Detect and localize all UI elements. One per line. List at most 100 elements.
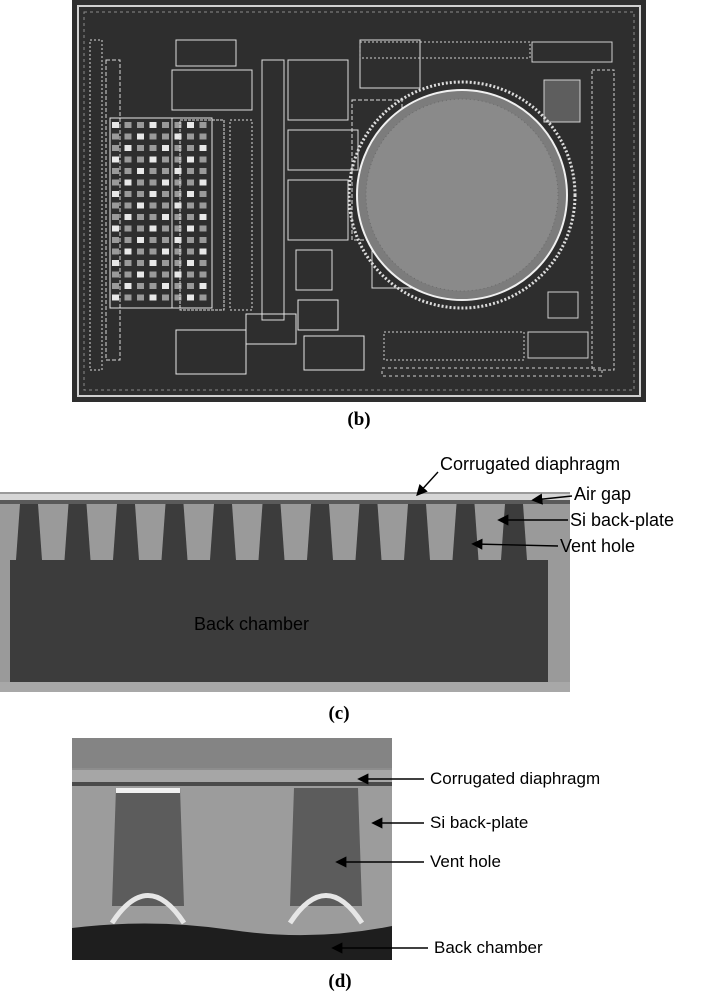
grid-cell	[162, 225, 169, 232]
grid-cell	[174, 271, 182, 278]
grid-cell	[137, 294, 144, 301]
arrow-c-corrugated-diaphragm	[416, 471, 439, 497]
callout-d-back-chamber: Back chamber	[434, 938, 543, 957]
grid-cell	[124, 260, 132, 266]
grid-cell	[199, 260, 207, 266]
grid-cell	[174, 260, 182, 266]
grid-cell	[174, 168, 182, 174]
grid-cell	[149, 294, 157, 301]
grid-cell	[162, 248, 169, 255]
bottom-bus	[381, 331, 603, 377]
grid-cell	[162, 214, 169, 220]
vent-hole	[112, 788, 184, 906]
vent-hole	[16, 504, 42, 560]
grid-cell	[187, 122, 194, 128]
vent-hole	[290, 788, 362, 906]
corner-marker	[547, 291, 579, 319]
grid-cell	[137, 260, 144, 266]
grid-cell	[199, 168, 207, 174]
callout-c-vent-hole: Vent hole	[560, 536, 636, 556]
grid-cell	[162, 237, 169, 243]
grid-cell	[112, 133, 119, 140]
logic-blocks-center	[171, 39, 421, 321]
grid-cell	[199, 191, 207, 197]
grid-cell	[149, 271, 157, 278]
back-chamber-region	[72, 923, 392, 960]
cross-section-detail-image	[72, 738, 392, 960]
grid-cell	[137, 122, 144, 128]
grid-cell	[112, 214, 119, 220]
grid-cell	[137, 202, 144, 209]
grid-cell	[149, 248, 157, 255]
grid-cell	[187, 145, 194, 151]
grid-cell	[124, 122, 132, 128]
grid-cell	[199, 237, 207, 243]
vent-hole	[307, 504, 333, 560]
grid-cell	[199, 214, 207, 220]
panel-label-b: (b)	[347, 409, 371, 430]
grid-cell	[112, 237, 119, 243]
grid-cell	[174, 225, 182, 232]
grid-cell	[149, 145, 157, 151]
grid-cell	[137, 133, 144, 140]
grid-cell	[124, 156, 132, 163]
grid-cell	[149, 122, 157, 128]
grid-cell	[112, 168, 119, 174]
grid-cell	[149, 260, 157, 266]
grid-cell	[137, 214, 144, 220]
grid-cell	[124, 225, 132, 232]
grid-cell	[199, 122, 207, 128]
vent-hole	[258, 504, 285, 560]
grid-cell	[137, 237, 144, 243]
grid-cell	[174, 145, 182, 151]
scale-bar	[116, 788, 180, 793]
grid-cell	[199, 145, 207, 151]
grid-cell	[187, 156, 194, 163]
grid-cell	[162, 271, 169, 278]
grid-cell	[162, 122, 169, 128]
grid-cell	[124, 248, 132, 255]
grid-cell	[162, 145, 169, 151]
grid-cell	[124, 145, 132, 151]
grid-cell	[112, 283, 119, 289]
grid-cell	[112, 202, 119, 209]
grid-cell	[112, 122, 119, 128]
grid-cell	[112, 191, 119, 197]
grid-cell	[162, 260, 169, 266]
grid-cell	[187, 202, 194, 209]
grid-cell	[174, 248, 182, 255]
vent-hole	[452, 504, 479, 560]
grid-cell	[174, 156, 182, 163]
chip-layout-image	[72, 0, 646, 402]
grid-cell	[187, 214, 194, 220]
grid-cell	[174, 202, 182, 209]
grid-cell	[124, 237, 132, 243]
cell-array-left	[109, 117, 213, 309]
diaphragm-layer	[0, 494, 570, 500]
grid-cell	[162, 294, 169, 301]
grid-cell	[187, 248, 194, 255]
grid-cell	[187, 260, 194, 266]
vent-hole	[501, 504, 527, 560]
grid-cell	[174, 294, 182, 301]
grid-cell	[199, 179, 207, 186]
grid-cell	[149, 179, 157, 186]
vent-hole	[64, 504, 91, 560]
grid-cell	[199, 294, 207, 301]
callout-c-si-back-plate: Si back-plate	[570, 510, 675, 530]
grid-cell	[137, 156, 144, 163]
grid-cell	[149, 225, 157, 232]
grid-cell	[199, 271, 207, 278]
grid-cell	[149, 202, 157, 209]
grid-cell	[187, 179, 194, 186]
grid-cell	[137, 248, 144, 255]
grid-cell	[187, 294, 194, 301]
grid-cell	[174, 237, 182, 243]
cell-array-bottom	[175, 299, 365, 375]
callout-c-back-chamber: Back chamber	[194, 614, 310, 634]
grid-cell	[174, 133, 182, 140]
grid-cell	[137, 283, 144, 289]
io-pad-column-left	[89, 39, 121, 371]
grid-cell	[124, 202, 132, 209]
vent-hole	[161, 504, 188, 560]
